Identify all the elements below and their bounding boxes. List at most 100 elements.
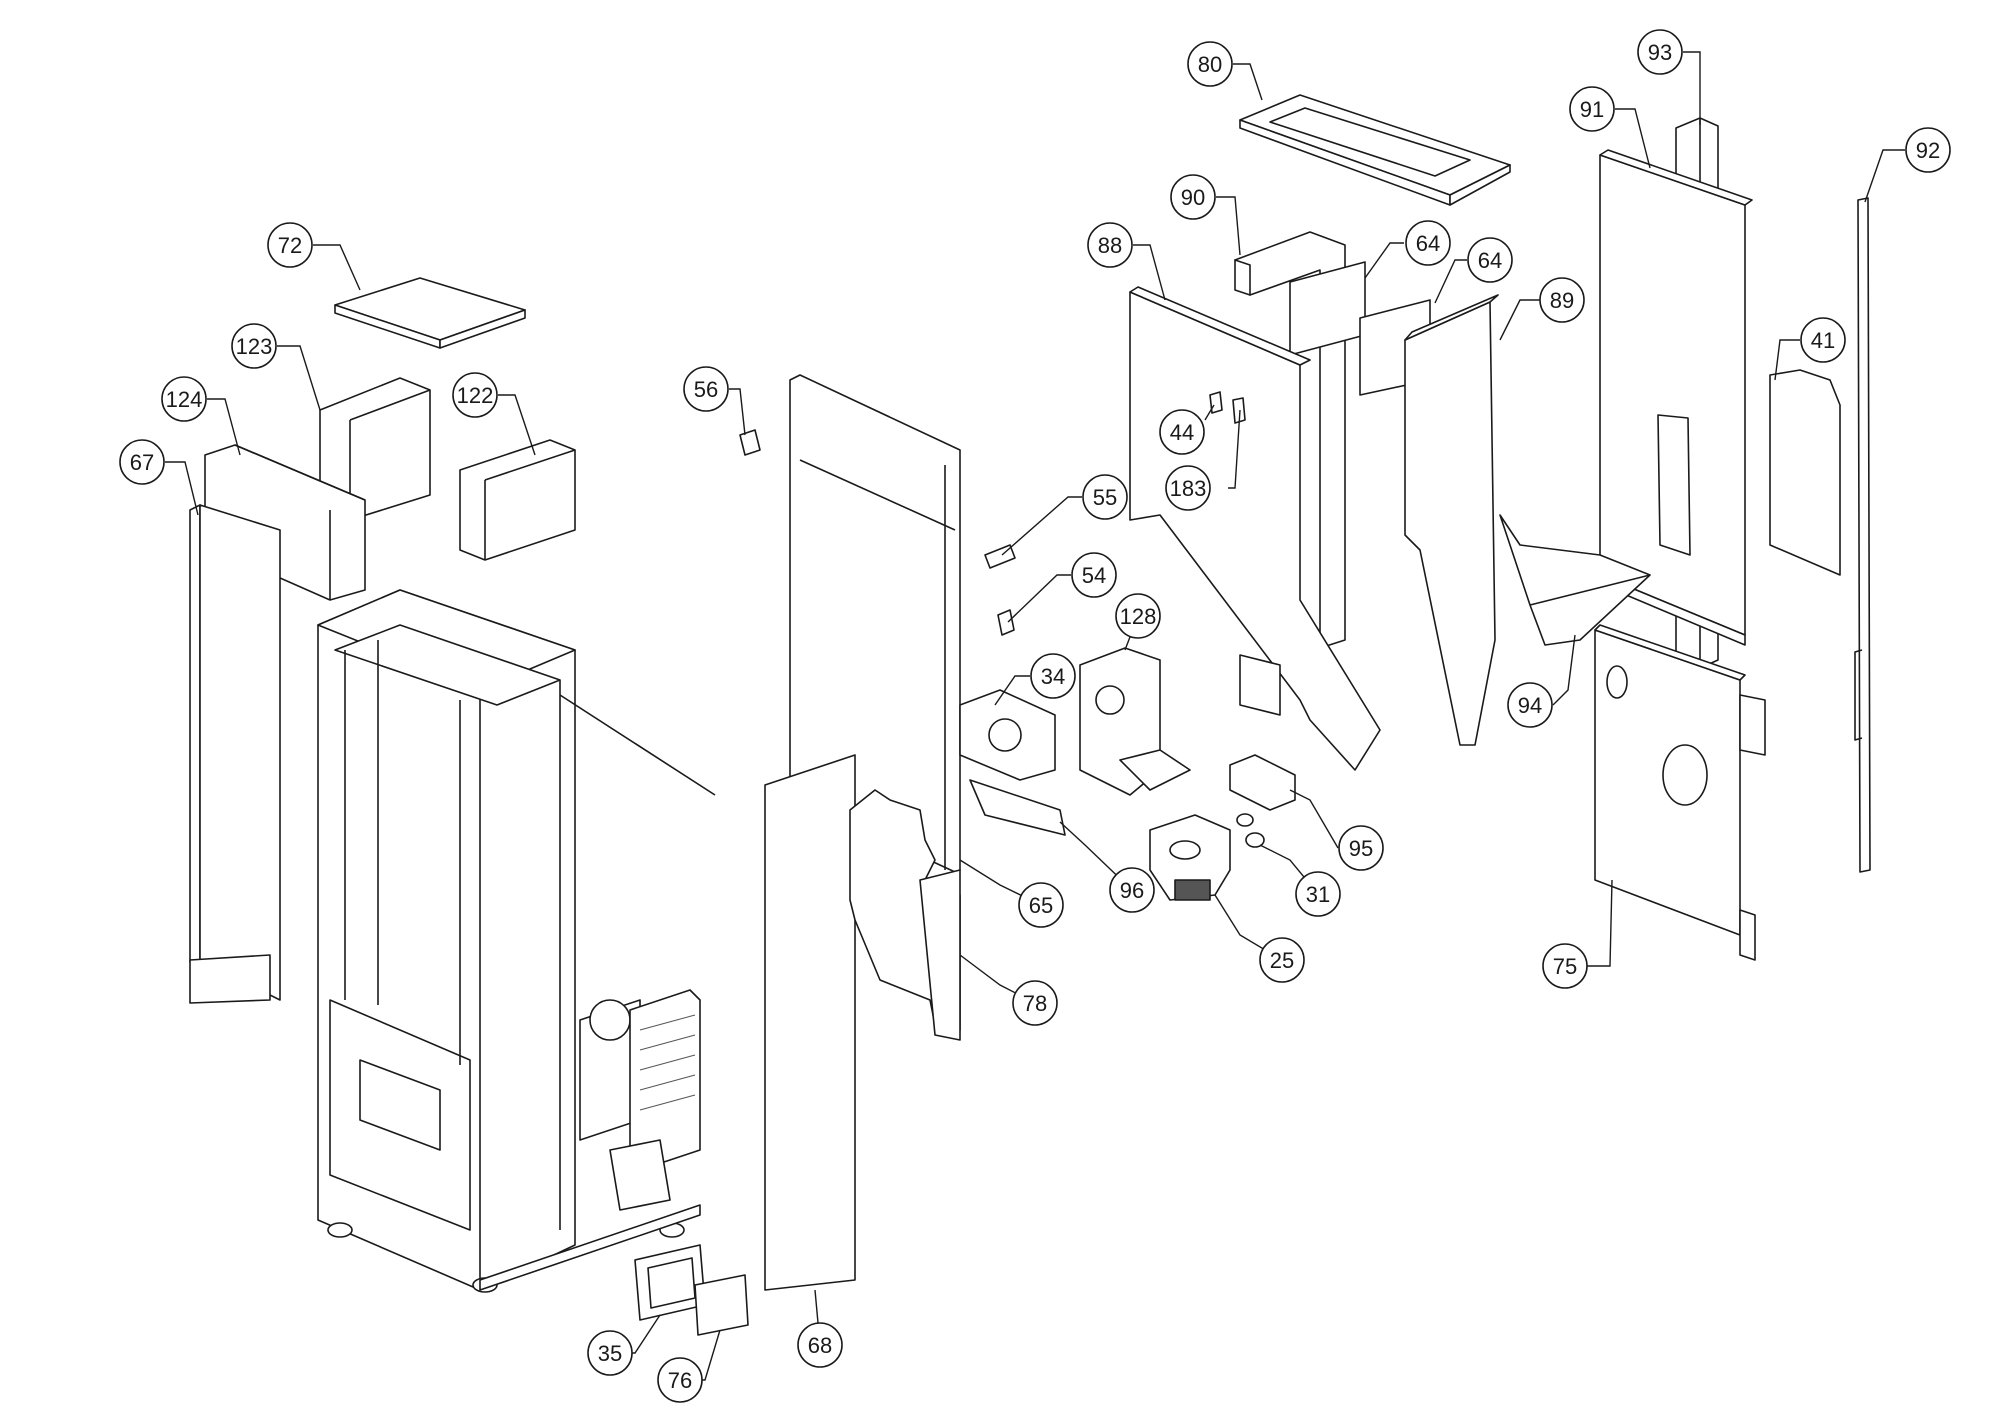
callout-65: 65	[1018, 882, 1064, 928]
callout-number: 78	[1023, 991, 1047, 1016]
callout-76: 76	[657, 1357, 703, 1403]
callout-72: 72	[267, 222, 313, 268]
callout-circle	[119, 439, 165, 485]
callout-number: 44	[1170, 420, 1194, 445]
callout-124: 124	[161, 376, 207, 422]
callout-circle	[1087, 222, 1133, 268]
callout-88: 88	[1087, 222, 1133, 268]
callout-number: 25	[1270, 948, 1294, 973]
callout-number: 35	[598, 1341, 622, 1366]
callout-circle	[1905, 127, 1951, 173]
part-31-washer	[1236, 813, 1265, 848]
callout-circle	[1467, 237, 1513, 283]
callout-circle	[231, 323, 277, 369]
main-cabinet-frame	[317, 589, 701, 1293]
callout-41: 41	[1800, 317, 1846, 363]
callout-75: 75	[1542, 943, 1588, 989]
callout-number: 96	[1120, 878, 1144, 903]
callout-64b: 64	[1467, 237, 1513, 283]
part-80-top-frame	[1239, 94, 1511, 206]
callout-number: 68	[808, 1333, 832, 1358]
callout-number: 41	[1811, 328, 1835, 353]
callout-number: 124	[166, 387, 203, 412]
callout-circle	[1165, 465, 1211, 511]
callout-35: 35	[587, 1330, 633, 1376]
part-122-box	[459, 439, 576, 561]
callout-circle	[1405, 220, 1451, 266]
callout-circle	[1800, 317, 1846, 363]
callout-circle	[1507, 682, 1553, 728]
callout-circle	[1082, 474, 1128, 520]
callout-80: 80	[1187, 41, 1233, 87]
callout-number: 65	[1029, 893, 1053, 918]
callout-circle	[1018, 882, 1064, 928]
callout-circle	[267, 222, 313, 268]
callout-circle	[1030, 653, 1076, 699]
callout-number: 55	[1093, 485, 1117, 510]
callout-91: 91	[1569, 86, 1615, 132]
callout-number: 183	[1170, 476, 1207, 501]
callout-number: 88	[1098, 233, 1122, 258]
callout-circle	[657, 1357, 703, 1403]
callout-circle	[1170, 174, 1216, 220]
callout-number: 67	[130, 450, 154, 475]
callout-number: 89	[1550, 288, 1574, 313]
callout-128: 128	[1115, 593, 1161, 639]
part-34-plate	[959, 689, 1056, 781]
callout-54: 54	[1071, 552, 1117, 598]
callout-34: 34	[1030, 653, 1076, 699]
part-95-bracket	[1229, 754, 1296, 811]
part-183-pin	[1232, 397, 1246, 424]
part-96-plate	[969, 779, 1066, 836]
part-68-front-panel	[764, 754, 856, 1291]
callout-circle	[161, 376, 207, 422]
part-41-plate	[1769, 369, 1841, 576]
callout-circle	[1187, 41, 1233, 87]
part-94-hopper	[1499, 514, 1651, 646]
part-54-clip	[997, 609, 1015, 636]
callout-number: 90	[1181, 185, 1205, 210]
callout-number: 54	[1082, 563, 1106, 588]
callout-number: 76	[668, 1368, 692, 1393]
callout-number: 92	[1916, 138, 1940, 163]
callout-number: 72	[278, 233, 302, 258]
callout-circle	[1115, 593, 1161, 639]
callout-96: 96	[1109, 867, 1155, 913]
callout-circle	[1338, 825, 1384, 871]
callout-circle	[797, 1322, 843, 1368]
callout-number: 64	[1478, 248, 1502, 273]
callout-78: 78	[1012, 980, 1058, 1026]
callout-circle	[1539, 277, 1585, 323]
callout-25: 25	[1259, 937, 1305, 983]
callout-circle	[1569, 86, 1615, 132]
callout-90: 90	[1170, 174, 1216, 220]
callout-31: 31	[1295, 871, 1341, 917]
callout-122: 122	[452, 372, 498, 418]
callout-circle	[1109, 867, 1155, 913]
callout-number: 75	[1553, 954, 1577, 979]
callout-circle	[1012, 980, 1058, 1026]
part-76-plate	[694, 1274, 749, 1336]
part-88-side-panel	[1129, 286, 1381, 771]
part-67-left-panel	[189, 504, 281, 1004]
callout-number: 128	[1120, 604, 1157, 629]
callout-56: 56	[683, 366, 729, 412]
callout-64a: 64	[1405, 220, 1451, 266]
callout-183: 183	[1165, 465, 1211, 511]
part-91-rear-panel	[1599, 149, 1753, 646]
callout-number: 122	[457, 383, 494, 408]
callout-number: 34	[1041, 664, 1065, 689]
callout-circle	[1295, 871, 1341, 917]
callout-92: 92	[1905, 127, 1951, 173]
motor-and-control-board	[559, 694, 716, 1211]
part-75-lower-panel	[1594, 624, 1766, 961]
callout-circle	[1159, 409, 1205, 455]
part-56-clip	[739, 429, 761, 456]
part-25-motor	[1149, 814, 1231, 901]
callout-circle	[452, 372, 498, 418]
callout-95: 95	[1338, 825, 1384, 871]
callout-number: 123	[236, 334, 273, 359]
callout-circle	[1542, 943, 1588, 989]
part-89-angled-panel	[1404, 294, 1499, 746]
